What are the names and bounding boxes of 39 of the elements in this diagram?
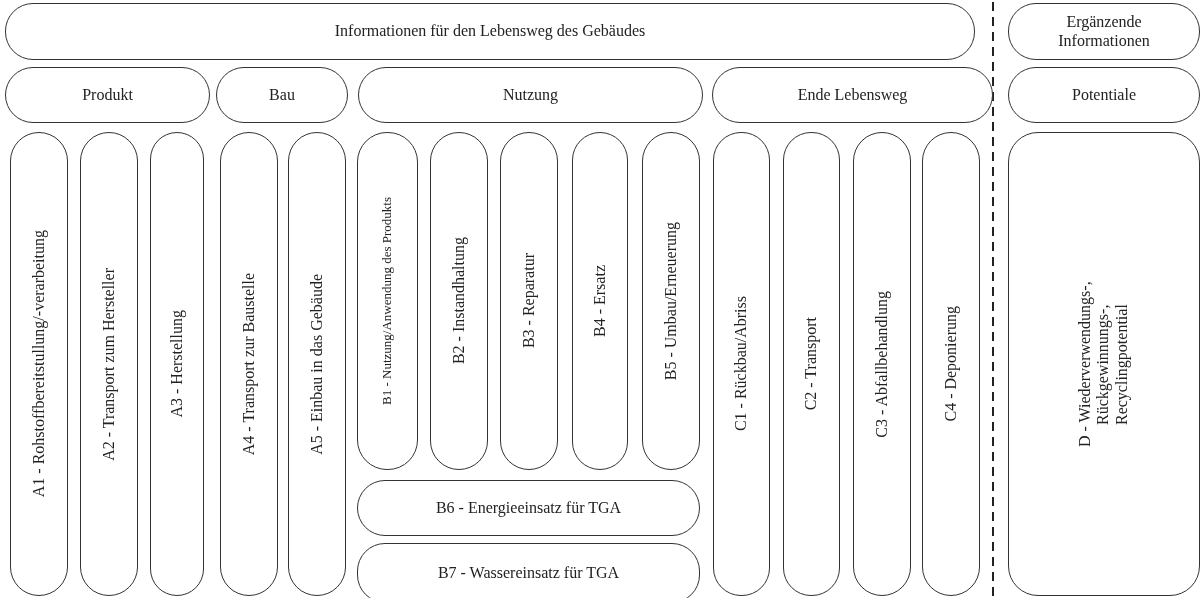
module-label: Ende Lebensweg [797, 85, 908, 105]
module-label: B4 - Ersatz [590, 265, 609, 337]
stage-header [712, 67, 993, 123]
life-cycle-header [5, 3, 975, 60]
module-label: Ergänzende Informationen [1057, 13, 1151, 50]
stage-header [5, 67, 210, 123]
module-label: Potentiale [1072, 85, 1136, 105]
module-label: B3 - Reparatur [519, 253, 539, 349]
module-pill [357, 543, 700, 598]
module-label: C4 - Deponierung [941, 306, 961, 422]
module-label: B1 - Nutzung/Anwendung des Produkts [380, 197, 395, 405]
module-label: B6 - Energieeinsatz für TGA [435, 498, 622, 518]
module-label: C1 - Rückbau/Abriss [732, 296, 751, 432]
module-label: Informationen für den Lebensweg des Gebäudes [334, 22, 646, 41]
module-label: A1 - Rohstoffbereitstullung/-verarbeitung [29, 230, 49, 498]
module-pill [783, 132, 840, 596]
stage-header [1008, 67, 1200, 123]
stage-header [358, 67, 703, 123]
module-pill [1008, 132, 1200, 596]
module-label: A4 - Transport zur Baustelle [239, 272, 259, 456]
module-label: A3 - Herstellung [167, 310, 187, 418]
module-label: B5 - Umbau/Erneuerung [661, 221, 681, 381]
stage-header [216, 67, 348, 123]
module-label: B7 - Wassereinsatz für TGA [437, 563, 620, 583]
module-label: C3 - Abfallbehandlung [872, 290, 892, 438]
module-label: Produkt [82, 85, 133, 105]
module-label: A5 - Einbau in das Gebäude [307, 273, 326, 455]
module-pill [572, 132, 628, 470]
module-pill [150, 132, 204, 596]
module-label: A2 - Transport zum Hersteller [99, 267, 119, 461]
module-label: Bau [269, 85, 295, 105]
module-label: D - Wiederverwendungs-, Rückgewinnungs-, Recyclingpotential [1076, 280, 1132, 449]
module-pill [357, 132, 418, 470]
module-pill [357, 480, 700, 536]
module-label: C2 - Transport [802, 317, 821, 411]
supplementary-header [1008, 3, 1200, 60]
module-label: Nutzung [502, 85, 559, 105]
module-label: B2 - Instandhaltung [449, 237, 469, 365]
module-pill [713, 132, 770, 596]
